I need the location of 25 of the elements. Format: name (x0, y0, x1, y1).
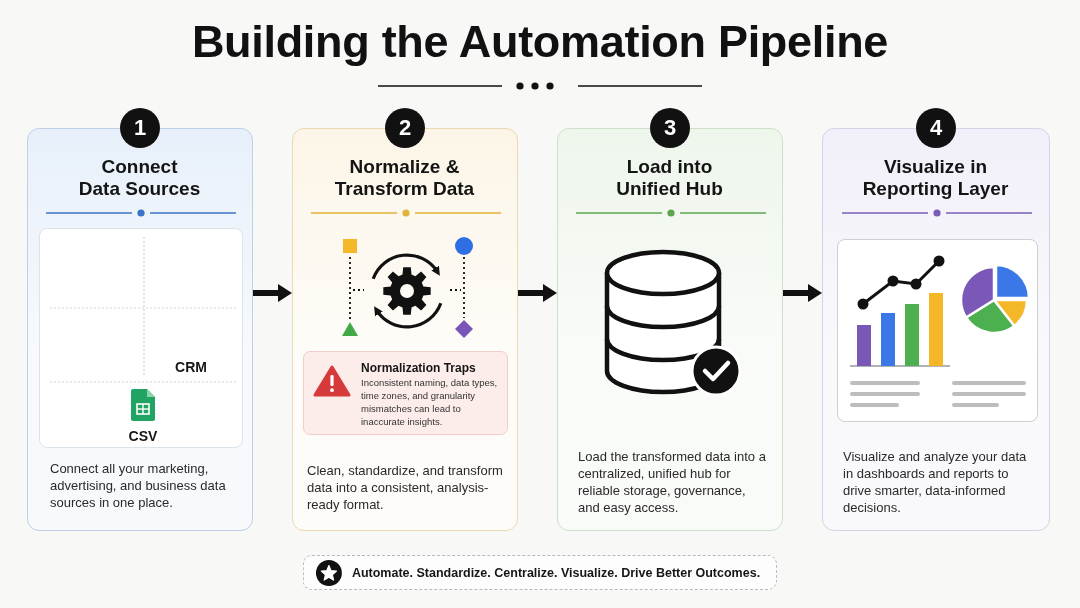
flow-arrow (253, 284, 292, 302)
step-description: Connect all your marketing, advertising, and business data sources in one place. (50, 460, 227, 511)
dashboard-card (837, 239, 1038, 422)
sources-card (39, 228, 243, 448)
source-label: CRM (175, 358, 207, 376)
alert-heading: Normalization Traps (361, 361, 476, 375)
flow-arrow (783, 284, 822, 302)
warning-callout (303, 351, 508, 435)
diagram-title: Building the Automation Pipeline (191, 15, 889, 69)
step-description: Visualize and analyze your data in dashboards and reports to drive smarter, data-informed decisions. (843, 448, 1028, 516)
step-number: 4 (916, 108, 956, 148)
alert-text: Inconsistent naming, data types, time zones, and granularity mismatches can lead to inaccurate insights. (361, 376, 499, 428)
step-number: 1 (120, 108, 160, 148)
flow-arrow (518, 284, 557, 302)
step-number: 2 (385, 108, 425, 148)
step-heading: Connect Data Sources (77, 156, 202, 200)
step-description: Load the transformed data into a centralized, unified hub for reliable storage, governance, and easy access. (578, 448, 767, 516)
step-description: Clean, standardize, and transform data into a consistent, analysis-ready format. (307, 462, 504, 513)
tagline-banner (302, 555, 778, 590)
step-heading: Visualize in Reporting Layer (861, 156, 1010, 200)
tagline-text: Automate. Standardize. Centralize. Visualize. Drive Better Outcomes. (351, 564, 761, 581)
source-label: CSV (128, 427, 158, 445)
step-number: 3 (650, 108, 690, 148)
step-heading: Normalize & Transform Data (333, 156, 476, 200)
step-heading: Load into Unified Hub (615, 156, 724, 200)
